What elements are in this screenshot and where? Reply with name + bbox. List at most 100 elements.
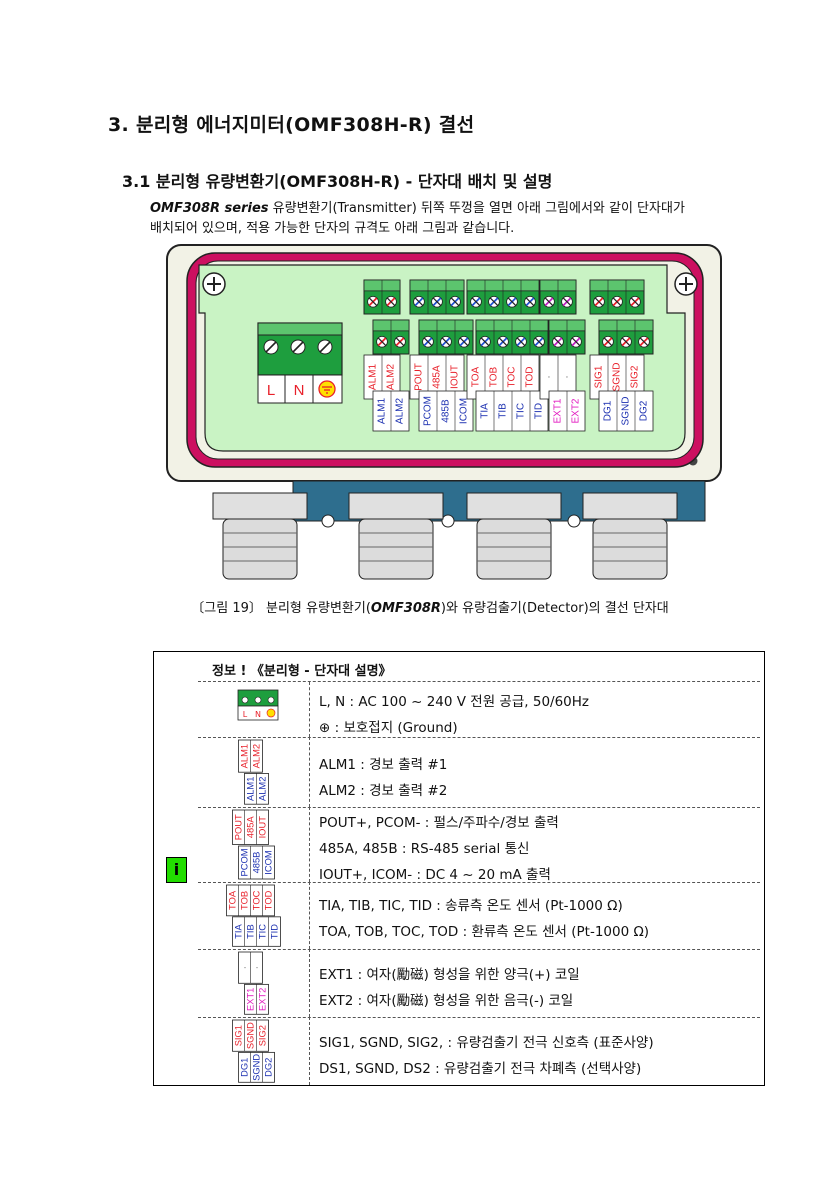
temp-desc-1: TIA, TIB, TIC, TID : 송류측 온도 센서 (Pt-1000 … [319, 898, 623, 914]
subsection-heading: 3.1 분리형 유량변환기(OMF308H-R) - 단자대 배치 및 설명 [122, 172, 553, 191]
output-desc-1: POUT+, PCOM- : 펄스/주파수/경보 출력 [319, 815, 559, 831]
thumb-pout-top-label: POUT [234, 814, 244, 840]
ext-top-terminal-block [539, 279, 577, 315]
terminal-screw-icon [629, 295, 641, 308]
thumb-ext-top-label: · [240, 966, 250, 969]
thumb-power-n: N [255, 710, 261, 719]
thumb-power-l: L [243, 710, 248, 719]
sig-top-label: SGND [612, 363, 623, 392]
temp-top-terminal-block [466, 279, 540, 315]
thumb-alm-top-label: ALM2 [252, 744, 262, 768]
intro-paragraph: OMF308R series 유량변환기(Transmitter) 뒤쪽 뚜껑을… [150, 199, 780, 239]
temp-bottom-label: TID [534, 403, 545, 419]
power-screw [290, 339, 306, 355]
alm-top-label: ALM2 [386, 364, 397, 391]
sig-bottom-label: DG1 [603, 400, 614, 421]
intro-model: OMF308R series [150, 201, 269, 216]
thumb-sig-bottom-label: DG2 [264, 1058, 274, 1077]
alm-bottom-label: ALM1 [377, 398, 388, 425]
terminal-screw-icon [638, 335, 650, 348]
temp-bottom-label: TIA [480, 403, 491, 419]
terminal-screw-icon [422, 335, 434, 348]
alm-bottom-label: ALM2 [395, 398, 406, 425]
alarm-desc-1: ALM1 : 경보 출력 #1 [319, 757, 448, 773]
pout-top-label: 485A [432, 365, 443, 389]
thumb-sig-top-label: SIG1 [234, 1025, 244, 1046]
terminal-screw-icon [506, 295, 518, 308]
cable-glands [212, 480, 706, 580]
terminal-screw-icon [620, 335, 632, 348]
thumb-pout-bottom-label: PCOM [240, 848, 250, 876]
thumb-alm-bottom-label: ALM1 [246, 777, 256, 801]
terminal-screw-icon [611, 295, 623, 308]
cable-gland [466, 492, 562, 580]
info-thumb-power: L N [198, 682, 310, 737]
intro-line1: 유량변환기(Transmitter) 뒤쪽 뚜껑을 열면 아래 그림에서와 같이… [268, 201, 685, 216]
terminal-screw-icon [593, 295, 605, 308]
power-label-l: L [267, 382, 275, 399]
thumb-ext-top-label-strip: ·· [238, 951, 263, 984]
figure-caption: 〔그림 19〕 분리형 유량변환기(OMF308R)와 유량검출기(Detect… [150, 597, 710, 616]
ext-desc-1: EXT1 : 여자(勵磁) 형성을 위한 양극(+) 코일 [319, 967, 580, 983]
terminal-screw-icon [488, 295, 500, 308]
temp-top-label: TOA [471, 366, 482, 387]
cable-gland [348, 492, 444, 580]
info-box: 정보 ! 《분리형 - 단자대 설명》 i L N L, N : AC 100 … [153, 651, 765, 1086]
intro-line2: 배치되어 있으며, 적용 가능한 단자의 규격도 아래 그림과 같습니다. [150, 221, 515, 236]
terminal-screw-icon [385, 295, 397, 308]
thumb-temp-bottom-label: TID [270, 924, 280, 939]
thumb-temp-top-label: TOC [252, 890, 262, 910]
power-desc-1: L, N : AC 100 ~ 240 V 전원 공급, 50/60Hz [319, 694, 589, 710]
info-divider [198, 681, 760, 682]
terminal-screw-icon [440, 335, 452, 348]
thumb-ext-top-label: · [252, 966, 262, 969]
power-desc-2: ⊕ : 보호접지 (Ground) [319, 720, 458, 736]
thumb-alm-bottom-label: ALM2 [258, 777, 268, 801]
thumb-sig-bottom-label: SGND [252, 1054, 262, 1081]
terminal-screw-icon [515, 335, 527, 348]
cable-gland [212, 492, 308, 580]
info-row-power: L N L, N : AC 100 ~ 240 V 전원 공급, 50/60Hz… [198, 682, 760, 738]
thumb-temp-bottom-label: TIA [234, 924, 244, 939]
pout-bottom-terminal-block [418, 319, 474, 355]
sig-bottom-label: SGND [621, 397, 632, 426]
terminal-screw-icon [552, 335, 564, 348]
ext-desc-2: EXT2 : 여자(勵磁) 형성을 위한 음극(-) 코일 [319, 993, 574, 1009]
sig-top-terminal-block [589, 279, 645, 315]
terminal-screw-icon [431, 295, 443, 308]
temp-top-label: TOC [507, 367, 518, 388]
sig-bottom-terminal-block [598, 319, 654, 355]
ext-top-label: · [562, 375, 573, 378]
thumb-ext-bottom-label: EXT2 [258, 988, 268, 1011]
terminal-screw-icon [543, 295, 555, 308]
terminal-screw-icon [458, 335, 470, 348]
terminal-screw-icon [394, 335, 406, 348]
temp-bottom-label: TIB [498, 403, 509, 419]
pout-top-terminal-block [409, 279, 465, 315]
pout-bottom-label: 485B [441, 399, 452, 423]
caption-pre: 〔그림 19〕 분리형 유량변환기( [191, 601, 371, 616]
temp-desc-2: TOA, TOB, TOC, TOD : 환류측 온도 센서 (Pt-1000 … [319, 924, 650, 940]
thumb-pout-top-label: 485A [246, 816, 256, 839]
power-label-n: N [294, 382, 305, 399]
terminal-screw-icon [497, 335, 509, 348]
terminal-screw-icon [413, 295, 425, 308]
terminal-screw-icon [570, 335, 582, 348]
thumb-temp-bottom-label: TIC [258, 924, 268, 939]
pout-top-label: IOUT [450, 365, 461, 389]
